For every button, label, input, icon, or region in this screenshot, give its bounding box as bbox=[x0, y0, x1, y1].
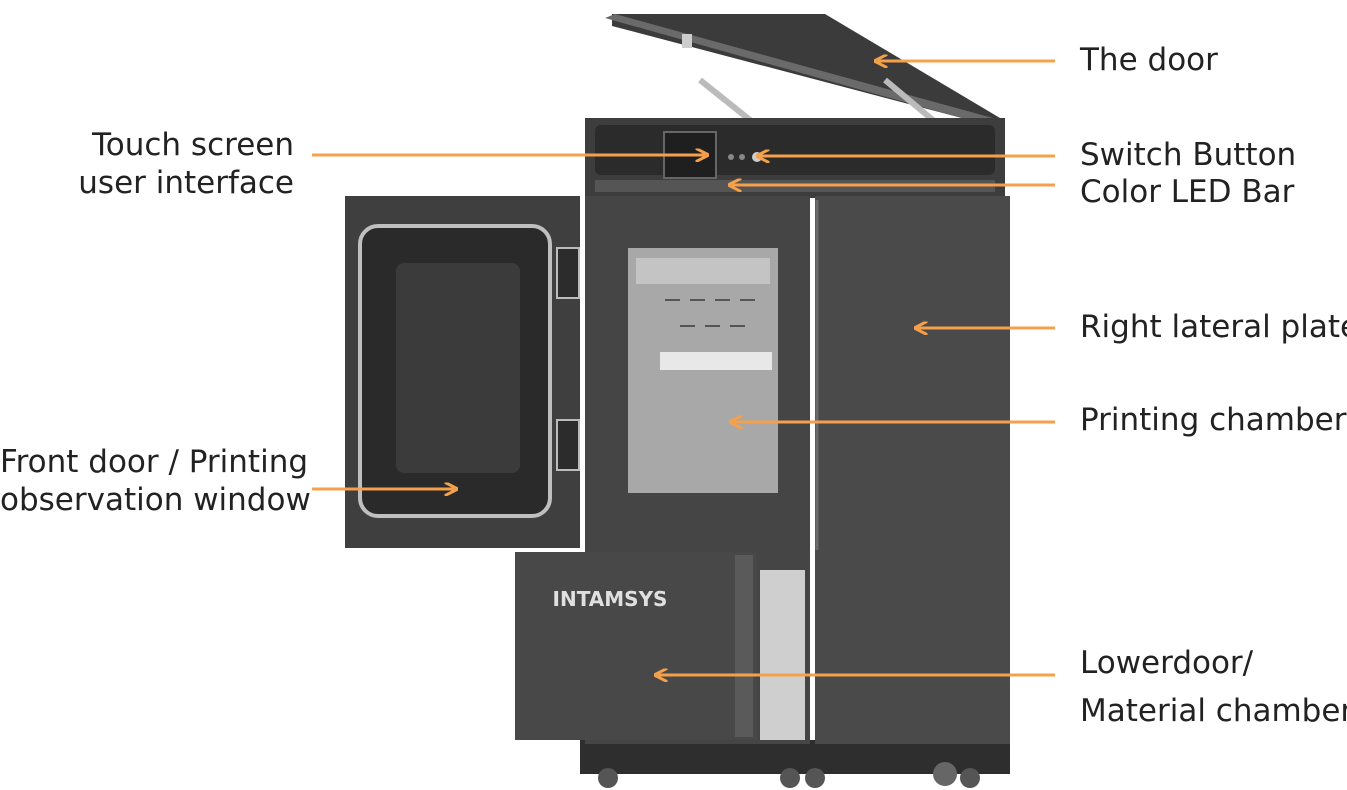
callout-arrows bbox=[312, 61, 1055, 675]
right-plate-shape bbox=[815, 196, 1010, 744]
label-lower-door: Lowerdoor/ Material chamber bbox=[1080, 644, 1347, 730]
lower-door-shape: INTAMSYS bbox=[515, 552, 757, 740]
label-the-door: The door bbox=[1080, 42, 1218, 78]
label-printing-chamber: Printing chamber bbox=[1080, 402, 1347, 438]
label-touch-screen-line1: Touch screen bbox=[92, 127, 294, 163]
label-switch-button: Switch Button bbox=[1080, 137, 1297, 173]
brand-logo: INTAMSYS bbox=[553, 587, 668, 611]
label-front-door-line2: observation window bbox=[0, 482, 311, 518]
top-door-lid bbox=[605, 14, 1000, 131]
label-led-bar: Color LED Bar bbox=[1080, 174, 1295, 210]
label-lower-door-line1: Lowerdoor/ bbox=[1080, 645, 1254, 681]
label-front-door: Front door / Printing observation window bbox=[0, 443, 311, 519]
label-lower-door-line2: Material chamber bbox=[1080, 693, 1347, 729]
front-door-shape bbox=[345, 196, 580, 548]
label-front-door-line1: Front door / Printing bbox=[0, 444, 309, 480]
label-touch-screen: Touch screen user interface bbox=[60, 126, 294, 202]
caster-wheels bbox=[580, 740, 1010, 788]
label-touch-screen-line2: user interface bbox=[78, 165, 294, 201]
label-right-plate: Right lateral plate bbox=[1080, 309, 1347, 345]
